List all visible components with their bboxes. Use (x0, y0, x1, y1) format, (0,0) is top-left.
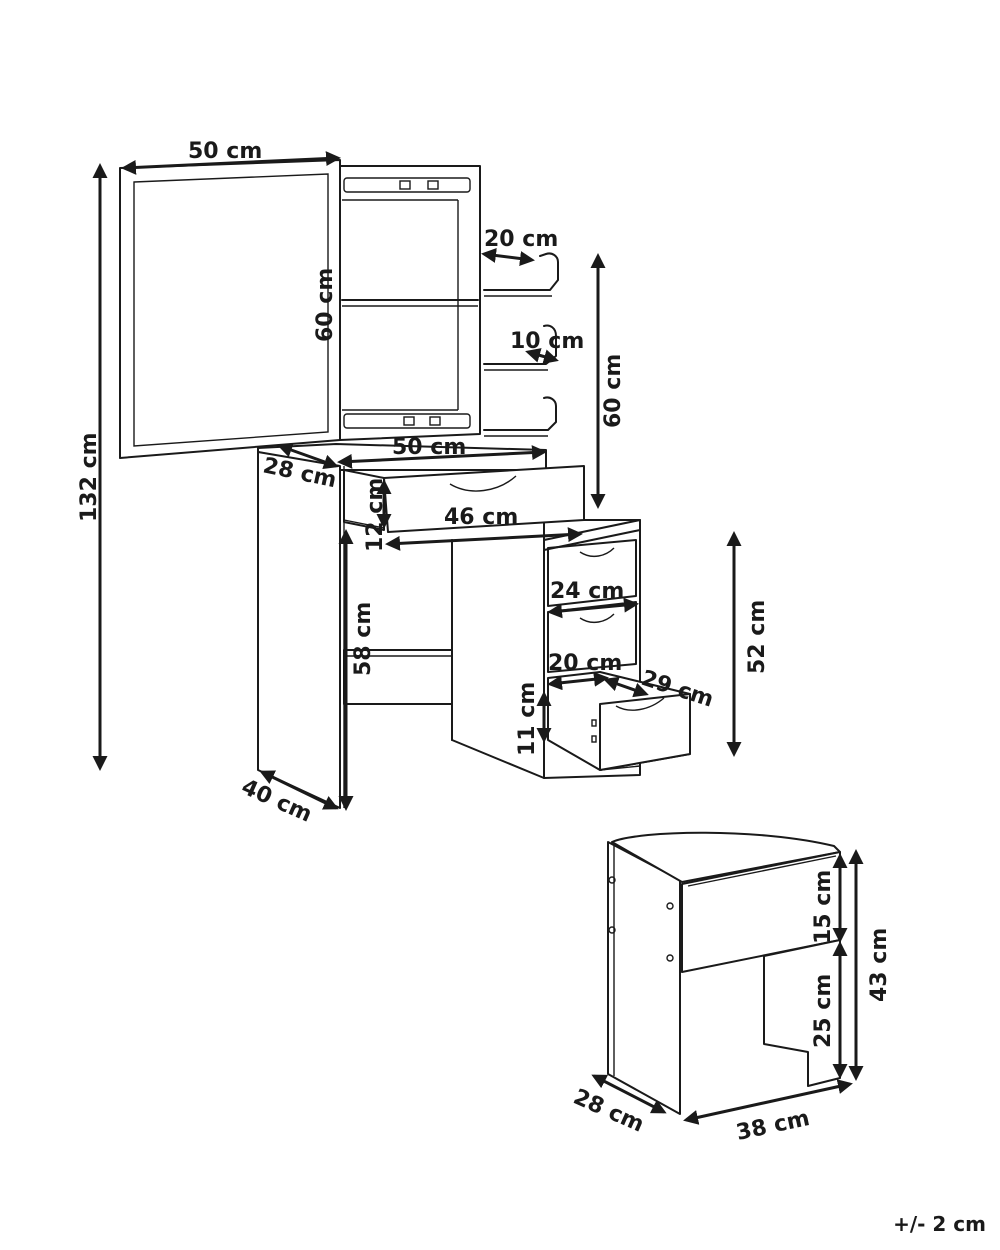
tolerance-note: +/- 2 cm (893, 1212, 986, 1236)
label-mirror-height: 60 cm (313, 268, 338, 342)
label-desk-width: 50 cm (392, 435, 466, 460)
label-side-shelf-height: 60 cm (601, 354, 626, 428)
label-cabinet-height: 52 cm (745, 600, 770, 674)
arrow-shelf-width (481, 248, 535, 266)
arrow-inner-drawer-width (547, 671, 609, 691)
label-mirror-width: 50 cm (188, 139, 262, 164)
label-stool-seat-height: 15 cm (811, 870, 836, 944)
label-stool-depth: 28 cm (570, 1085, 648, 1138)
arrow-desk-top-depth (277, 442, 339, 470)
vanity-table (119, 159, 691, 809)
label-total-height: 132 cm (77, 432, 102, 522)
label-shelf-depth: 10 cm (510, 329, 584, 354)
arrow-desk-width (337, 445, 547, 469)
label-drawer-width: 46 cm (444, 505, 518, 530)
label-inner-drawer-width: 20 cm (548, 651, 622, 676)
arrow-shelf-depth (525, 348, 559, 364)
mirror-cabinet (339, 165, 481, 441)
arrow-drawer-width (385, 527, 583, 551)
arrow-stool-depth (591, 1074, 667, 1114)
stool (607, 831, 841, 1115)
mirror-door (119, 159, 341, 459)
label-leg-height: 58 cm (351, 602, 376, 676)
label-small-drawer-width: 24 cm (550, 579, 624, 604)
label-stool-width: 38 cm (734, 1106, 812, 1146)
arrow-desk-depth (259, 770, 339, 810)
arrow-drawer-depth (603, 676, 649, 698)
label-stool-height: 43 cm (867, 928, 892, 1002)
label-stool-leg-height: 25 cm (811, 974, 836, 1048)
label-shelf-width: 20 cm (484, 227, 558, 252)
label-drawer-height: 12 cm (363, 478, 388, 552)
arrow-stool-width (683, 1079, 853, 1125)
dimension-lines (92, 151, 864, 1125)
arrow-small-drawer-width (547, 597, 639, 619)
label-small-drawer-height: 11 cm (515, 682, 540, 756)
dimension-labels: 50 cm 132 cm 60 cm 20 cm 10 cm 60 cm 28 … (77, 139, 892, 1146)
arrow-mirror-width (121, 151, 341, 175)
